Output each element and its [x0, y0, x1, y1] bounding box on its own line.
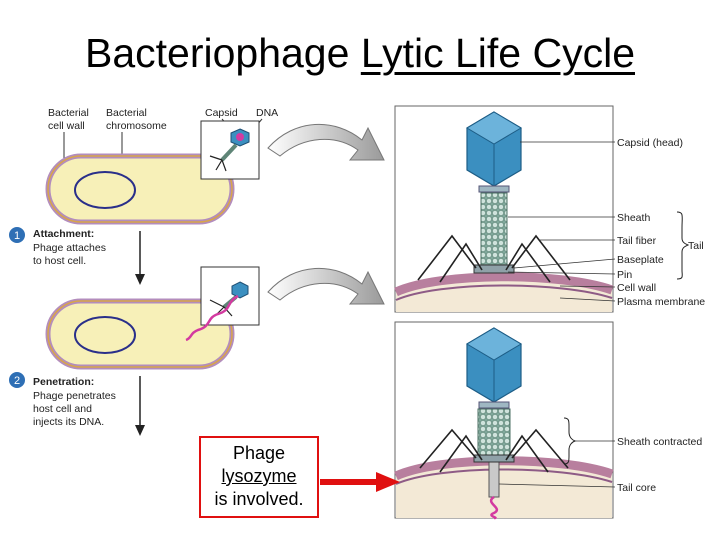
- step-2: 2 Penetration: Phage penetrates host cel…: [9, 372, 116, 428]
- svg-text:Penetration:: Penetration:: [33, 376, 94, 388]
- label-bacterial-chromosome: Bacterial chromosome: [106, 107, 167, 132]
- svg-text:injects its DNA.: injects its DNA.: [33, 416, 104, 428]
- dna-injection: [489, 495, 499, 520]
- curved-arrow-2: [267, 267, 385, 305]
- curved-arrow-1: [267, 123, 385, 161]
- label-sheath-contracted: Sheath contracted: [617, 436, 702, 448]
- svg-text:cell wall: cell wall: [48, 120, 85, 132]
- page-title: Bacteriophage Lytic Life Cycle: [0, 30, 720, 77]
- tail-bracket: [676, 211, 690, 280]
- svg-text:to host cell.: to host cell.: [33, 255, 86, 267]
- bacterial-cell-1: [45, 153, 235, 225]
- callout-line3: is involved.: [214, 489, 304, 509]
- chromosome-2: [74, 316, 136, 354]
- label-sheath: Sheath: [617, 212, 650, 224]
- svg-text:Bacterial: Bacterial: [106, 107, 147, 119]
- step-1-badge: [9, 227, 25, 243]
- label-tail: Tail: [688, 240, 704, 252]
- bacterial-cell-2: [45, 298, 235, 370]
- injected-dna: [185, 294, 239, 342]
- phage-detail-penetration: [394, 321, 614, 520]
- svg-text:Attachment:: Attachment:: [33, 228, 94, 240]
- svg-text:Phage attaches: Phage attaches: [33, 242, 106, 254]
- title-part2: Lytic Life Cycle: [360, 30, 635, 76]
- lysozyme-callout: Phage lysozyme is involved.: [199, 436, 319, 518]
- red-arrow: [320, 472, 400, 492]
- attachment-inset: [200, 120, 260, 180]
- svg-text:Bacterial: Bacterial: [48, 107, 89, 119]
- svg-text:Phage penetrates: Phage penetrates: [33, 390, 116, 402]
- label-plasma-membrane: Plasma membrane: [617, 296, 705, 308]
- svg-text:chromosome: chromosome: [106, 120, 167, 132]
- label-baseplate: Baseplate: [617, 254, 664, 266]
- chromosome-1: [74, 171, 136, 209]
- label-bacterial-cell-wall: Bacterial cell wall: [48, 107, 89, 132]
- down-arrow-2: [135, 376, 145, 436]
- svg-text:2: 2: [14, 375, 20, 387]
- label-capsid: Capsid: [205, 107, 238, 119]
- label-tail-fiber: Tail fiber: [617, 235, 657, 247]
- phage-detail-attachment: [394, 105, 614, 313]
- label-capsid-head: Capsid (head): [617, 137, 683, 149]
- label-pin: Pin: [617, 269, 632, 281]
- svg-text:1: 1: [14, 230, 20, 242]
- callout-line1: Phage: [232, 443, 286, 463]
- label-tail-core: Tail core: [617, 482, 656, 494]
- label-cell-wall: Cell wall: [617, 282, 656, 294]
- svg-text:host cell and: host cell and: [33, 403, 92, 415]
- callout-line2: lysozyme: [221, 466, 297, 486]
- down-arrow-1: [135, 231, 145, 285]
- title-part1: Bacteriophage: [84, 30, 350, 76]
- step-2-badge: [9, 372, 25, 388]
- penetration-inset: [200, 266, 260, 326]
- step-1: 1 Attachment: Phage attaches to host cel…: [9, 227, 106, 267]
- label-dna: DNA: [256, 107, 278, 119]
